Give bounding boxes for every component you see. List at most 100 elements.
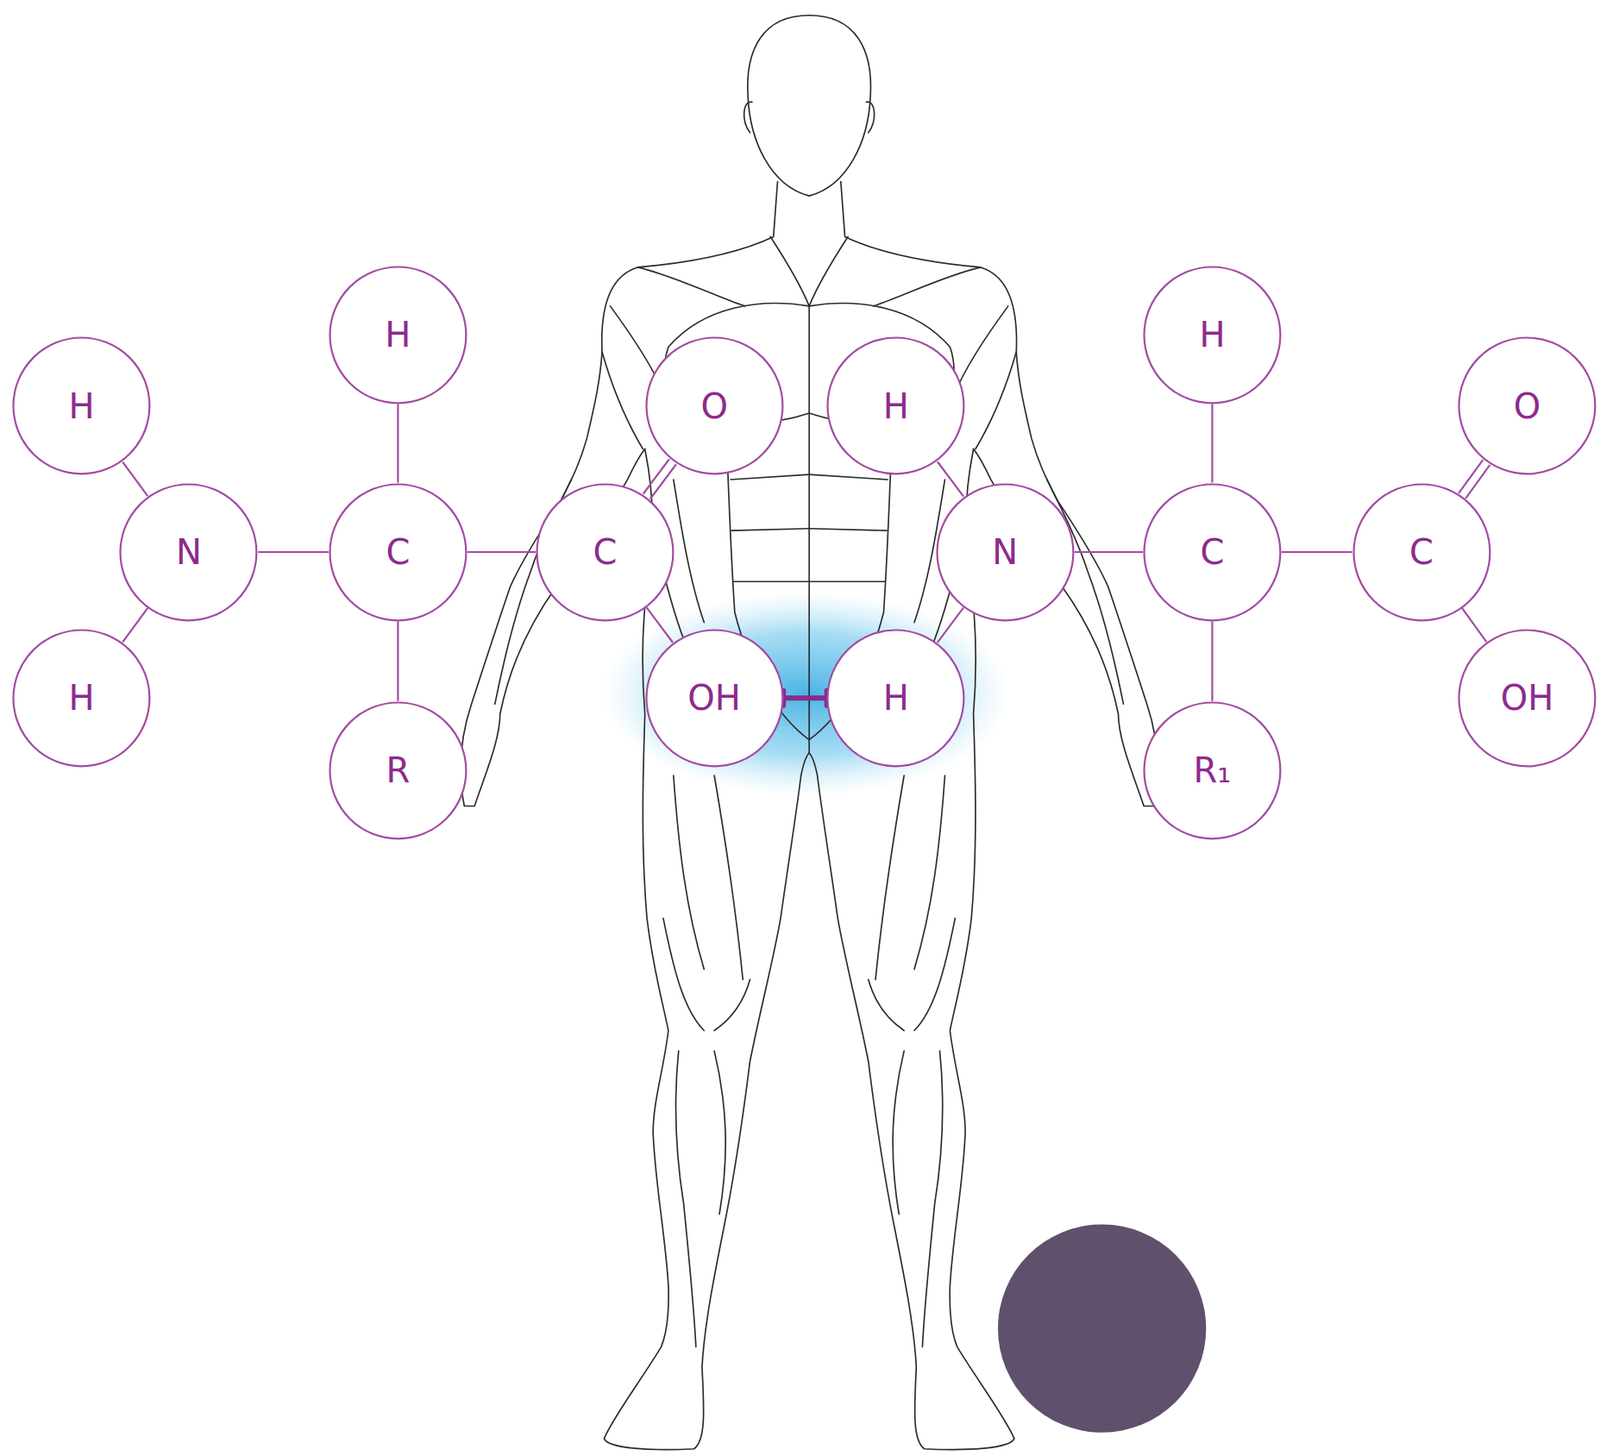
head-outline (747, 15, 810, 196)
human-figure (460, 15, 1158, 1450)
atom-circle: H (826, 336, 966, 476)
atom-ring (13, 338, 151, 475)
atom-symbol: H (883, 680, 910, 716)
atom-symbol: C (593, 534, 618, 570)
bond-line (1211, 621, 1213, 701)
atom-ring (1144, 702, 1281, 839)
bond-stroke (1074, 551, 1143, 553)
atom-ring (13, 629, 151, 766)
bond-stroke (257, 551, 329, 553)
atom-ring (537, 483, 674, 621)
peptide-bond (784, 695, 828, 701)
atom-symbol: R (385, 752, 410, 788)
trapezius-line (637, 236, 810, 306)
atom-circle: H (1142, 265, 1282, 405)
bond-stroke (396, 621, 399, 701)
bond-line (467, 552, 536, 553)
bond-line (1281, 552, 1353, 553)
atom-circle: H (826, 628, 966, 768)
ear (744, 101, 753, 133)
atom-ring (329, 266, 466, 403)
decorative-dot (997, 1223, 1206, 1432)
atom-symbol: O (1513, 389, 1541, 424)
highlight-glow (602, 591, 1011, 797)
atom-circle: C (1142, 483, 1282, 622)
abdominal-line (730, 474, 810, 582)
bond-stroke (1465, 464, 1490, 499)
atom-symbol: OH (1500, 680, 1555, 716)
atom-symbol: C (1199, 534, 1224, 570)
bond-line (937, 461, 964, 496)
bond-stroke (1281, 551, 1353, 553)
atom-ring (1459, 629, 1596, 766)
bond-stroke (646, 607, 673, 642)
calf-line (676, 1050, 727, 1347)
atom-circle: H (328, 265, 468, 405)
atom-ring (646, 629, 783, 766)
atom-ring (828, 338, 965, 475)
figure-half (460, 15, 810, 1450)
atom-symbol: O (700, 389, 728, 424)
bond-stroke (937, 607, 964, 642)
bond-line (122, 608, 148, 642)
atom-symbol: H (69, 389, 95, 424)
bond-stroke (467, 551, 536, 553)
bond-line (646, 607, 673, 642)
atom-ring (646, 338, 783, 475)
atom-circle: R₁ (1142, 701, 1282, 841)
atom-circle: N (119, 483, 258, 622)
arm-outline (460, 181, 778, 807)
atom-symbol: C (1409, 534, 1434, 570)
atom-ring (1353, 483, 1490, 621)
atom-circle: H (12, 628, 151, 768)
atom-ring (329, 483, 466, 621)
bond-line (397, 403, 399, 483)
bond-line (397, 621, 399, 701)
atom-symbol: OH (687, 680, 741, 716)
atom-circle: OH (645, 628, 785, 768)
atom-circle: C (535, 483, 675, 622)
atom-circle: O (1457, 336, 1597, 476)
bond-line (643, 458, 677, 499)
atom-ring (1459, 338, 1596, 475)
atom-symbol: R₁ (1193, 752, 1232, 788)
bond-line (1074, 552, 1143, 553)
bond-stroke (650, 464, 677, 499)
thigh-line (663, 775, 751, 1031)
atom-symbol: C (385, 534, 410, 570)
atom-symbol: N (175, 534, 202, 570)
bond-stroke (1210, 621, 1213, 701)
bond-stroke (643, 458, 670, 494)
atom-symbol: H (883, 389, 910, 424)
atom-symbol: H (384, 317, 411, 352)
bond-stroke (396, 403, 399, 483)
bond-line (257, 552, 329, 553)
atom-ring (120, 483, 258, 621)
atom-symbol: N (991, 534, 1018, 570)
atom-circle: O (645, 336, 785, 476)
atom-circle: C (1352, 483, 1492, 622)
atom-symbol: H (69, 680, 95, 716)
atom-circle: OH (1457, 628, 1597, 768)
bond-stroke (122, 462, 148, 496)
bond-line (122, 462, 148, 496)
bond-stroke (1458, 459, 1483, 494)
bond-stroke (1210, 403, 1213, 483)
bond-stroke (937, 461, 964, 496)
atom-ring (1144, 266, 1281, 403)
bond-stroke (1461, 608, 1487, 642)
atom-ring (1144, 483, 1281, 621)
atom-symbol: H (1198, 317, 1225, 352)
atom-ring (329, 702, 466, 839)
atom-circle: N (935, 483, 1075, 622)
atom-circle: H (12, 336, 151, 476)
bond-line (1458, 459, 1490, 499)
atom-ring (936, 483, 1073, 621)
bond-stroke (122, 608, 148, 642)
bond-line (937, 607, 964, 642)
atom-ring (828, 629, 965, 766)
